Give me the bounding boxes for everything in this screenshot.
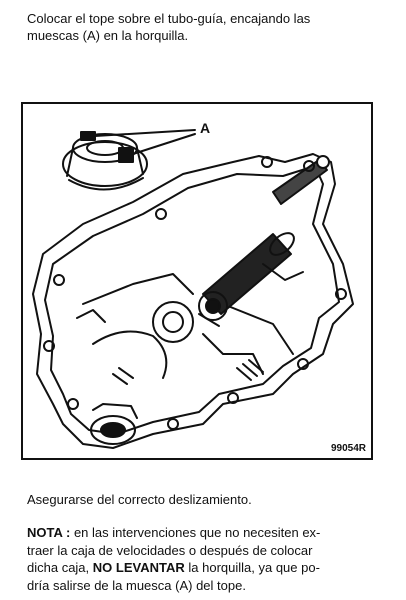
- note-line-3: dicha caja, NO LEVANTAR la horquilla, ya…: [27, 559, 395, 577]
- note-line-3-b: la horquilla, ya que po-: [188, 560, 320, 575]
- guide-tube-icon: [198, 232, 295, 327]
- note-paragraph: NOTA : en las intervenciones que no nece…: [27, 524, 395, 594]
- note-line-3-a: dicha caja,: [27, 560, 90, 575]
- gearbox-illustration-icon: [32, 129, 354, 449]
- figure-code: 99054R: [329, 443, 367, 454]
- callout-line-2: [132, 133, 196, 155]
- note-line-1: NOTA : en las intervenciones que no nece…: [27, 524, 395, 542]
- intro-line-1: Colocar el tope sobre el tubo-guía, enca…: [27, 11, 311, 26]
- note-text-1: en las intervenciones que no necesiten e…: [73, 525, 321, 540]
- clutch-fork-icon: [272, 155, 330, 205]
- check-sliding-text: Asegurarse del correcto deslizamiento.: [27, 492, 252, 507]
- note-warning: NO LEVANTAR: [92, 560, 185, 575]
- intro-paragraph: Colocar el tope sobre el tubo-guía, enca…: [27, 10, 399, 44]
- note-line-4: dría salirse de la muesca (A) del tope.: [27, 577, 246, 593]
- clutch-bearing-figure: A 99054R: [21, 102, 373, 460]
- callout-line-1: [94, 129, 196, 137]
- note-line-2: traer la caja de velocidades o después d…: [27, 542, 313, 558]
- note-label: NOTA :: [27, 525, 71, 540]
- gearbox-housing-icon: [32, 153, 354, 449]
- callout-label-a: A: [200, 120, 211, 136]
- release-bearing-icon: [62, 131, 148, 191]
- output-shaft-icon: [90, 403, 138, 445]
- intro-line-2: muescas (A) en la horquilla.: [27, 28, 189, 43]
